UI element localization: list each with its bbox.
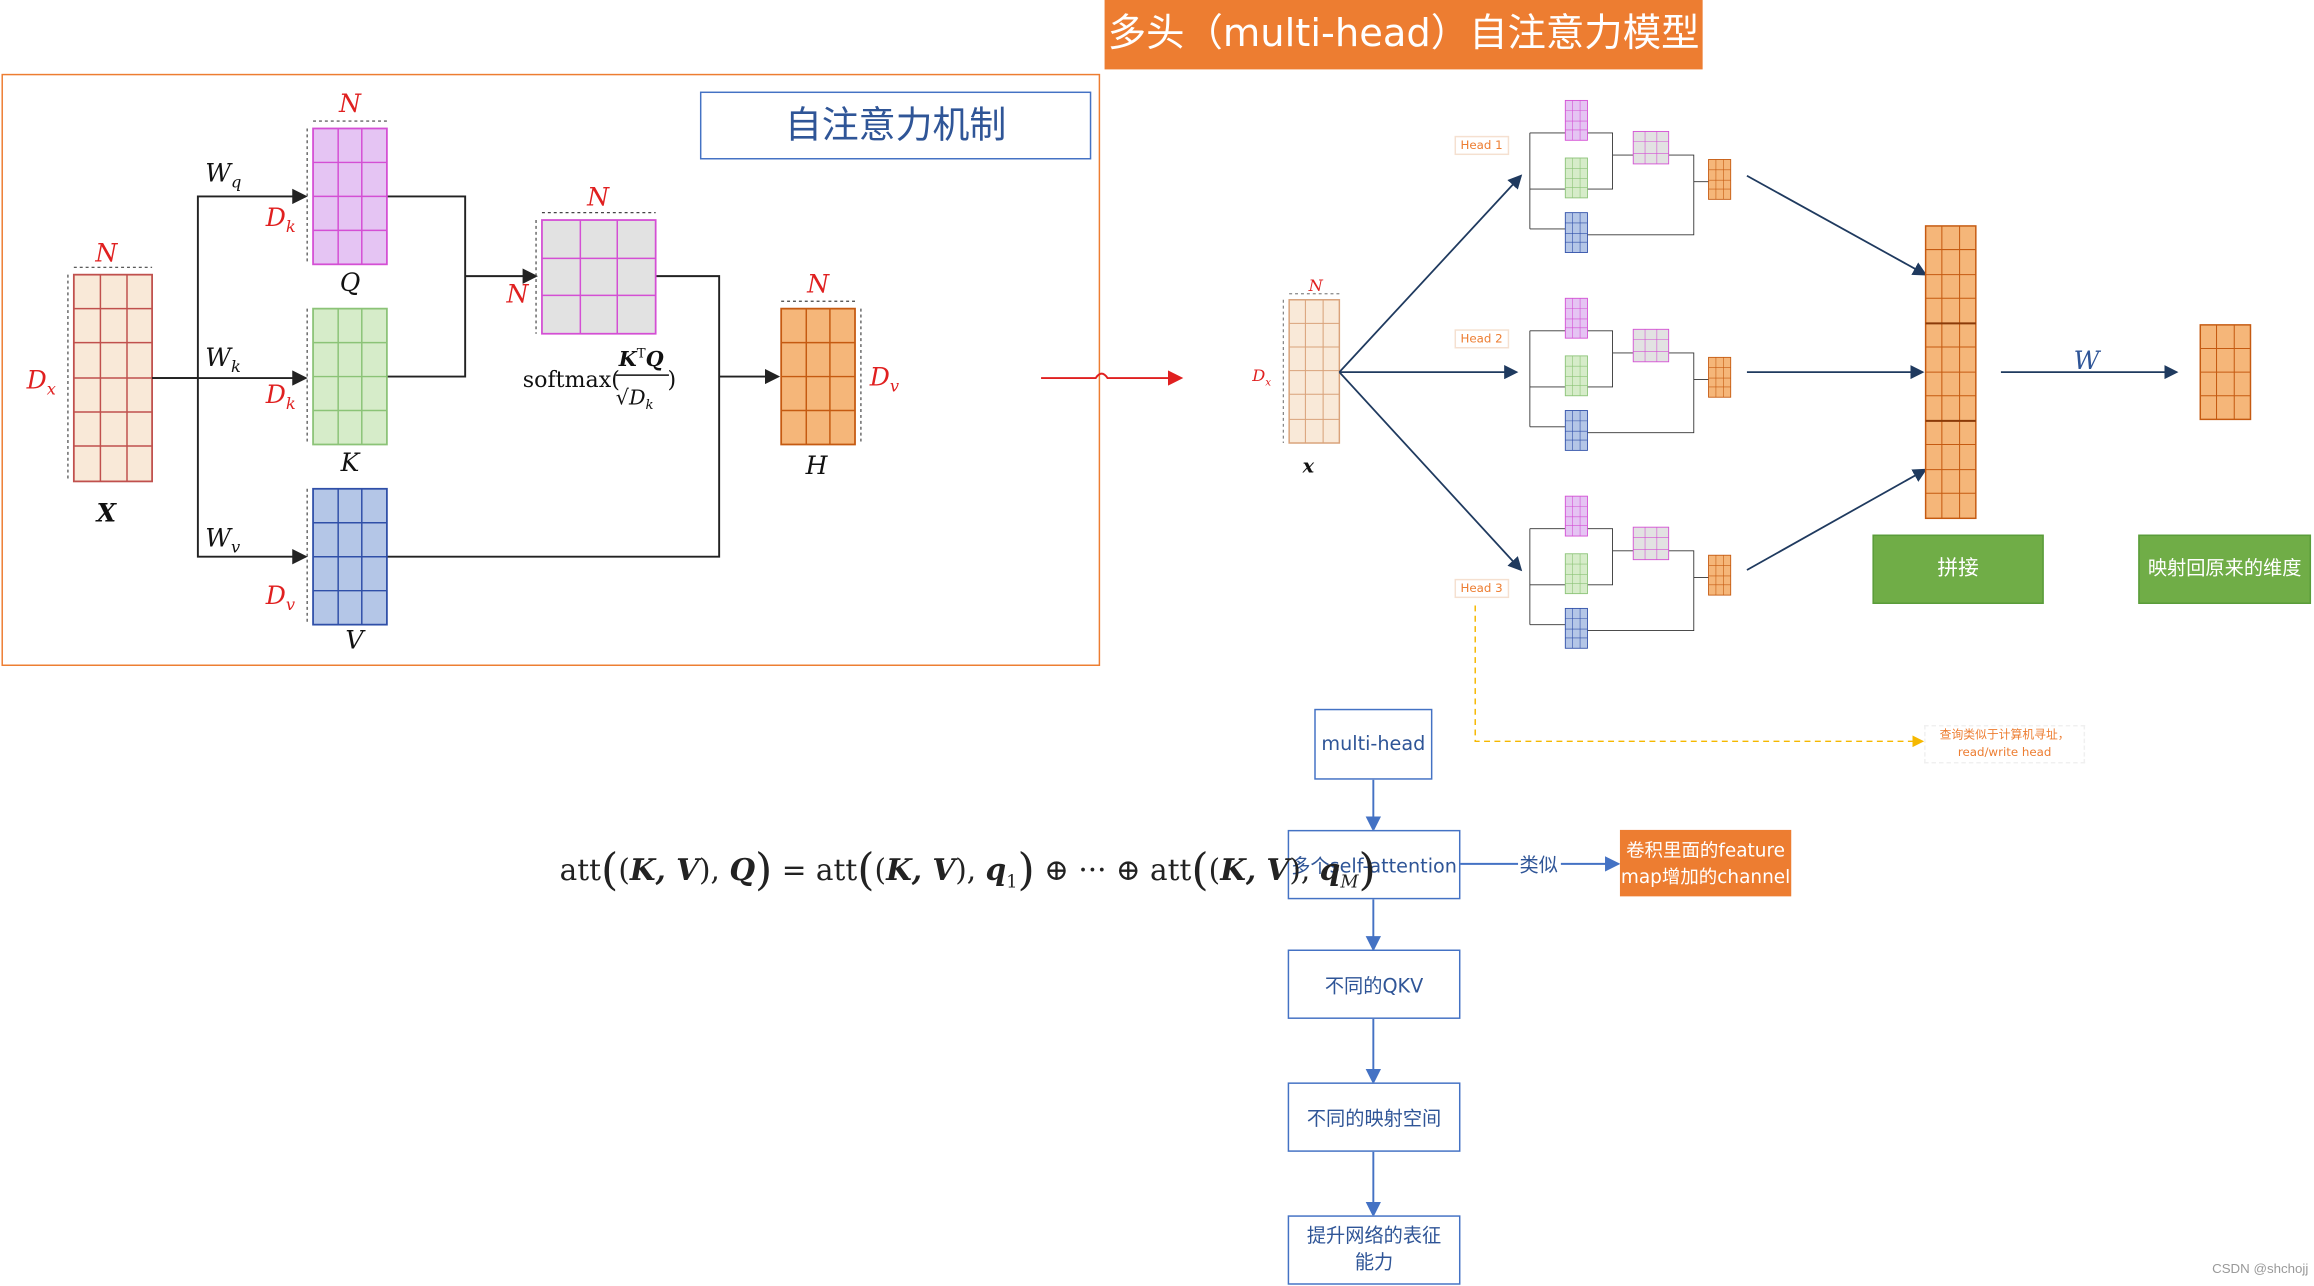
svg-text:KTQ: KTQ	[618, 346, 664, 371]
head-1-label: Head 1	[1454, 135, 1509, 156]
self-attention-panel	[1, 73, 1101, 666]
formula-q1-sub: 1	[1006, 871, 1018, 892]
q-dim-dk: Dk	[265, 203, 296, 236]
head-3-label: Head 3	[1454, 578, 1509, 599]
q-label: Q	[340, 268, 361, 297]
formula-q1: q	[985, 852, 1007, 888]
q-matrix	[306, 120, 388, 266]
concat-matrix	[1924, 225, 1977, 520]
left-connectors	[152, 188, 781, 565]
k-dim-dk: Dk	[265, 380, 296, 413]
h-dim-dv: Dv	[869, 362, 899, 395]
page-title: 多头（multi-head）自注意力模型	[1104, 0, 1703, 70]
h-dim-n: N	[806, 269, 830, 298]
formula-kv-1: K, V	[629, 852, 700, 888]
h-label: H	[805, 451, 829, 480]
formula-att-1: att	[559, 852, 602, 888]
concat-box: 拼接	[1872, 534, 2044, 604]
attention-matrix	[535, 212, 657, 335]
flow-multi-self-attention: 多个self-attention	[1287, 829, 1461, 900]
wk-label: Wk	[205, 343, 241, 376]
head-2-diagram	[1529, 297, 1732, 451]
note-line-1: 查询类似于计算机寻址，	[1939, 728, 2070, 742]
right-x-label: x	[1302, 455, 1315, 478]
svg-text:√Dk: √Dk	[616, 386, 654, 413]
flow-arrows	[1365, 779, 1618, 1218]
formula-q: Q	[729, 852, 756, 888]
note-line-2: read/write head	[1957, 745, 2052, 760]
svg-text:softmax(: softmax(	[523, 367, 620, 393]
flow-different-qkv: 不同的QKV	[1287, 949, 1461, 1019]
wq-label: Wq	[205, 159, 241, 192]
h-matrix	[780, 300, 862, 446]
v-label: V	[345, 625, 366, 654]
formula-att-3: ⊕ ··· ⊕ att	[1034, 852, 1192, 888]
similar-label: 类似	[1520, 853, 1558, 876]
x-matrix	[67, 266, 153, 483]
x-label: X	[95, 497, 118, 527]
flow-multi-head: multi-head	[1314, 708, 1433, 780]
softmax-formula: softmax( KTQ √Dk )	[523, 346, 676, 413]
watermark: CSDN @shchojj	[2212, 1261, 2309, 1276]
w-label: W	[2074, 346, 2102, 375]
wv-label: Wv	[205, 523, 240, 556]
right-x-matrix	[1282, 293, 1341, 444]
head-3-diagram	[1529, 495, 1732, 649]
head-branch-arrows	[1338, 174, 2179, 572]
v-matrix	[306, 487, 388, 626]
flow-improve: 提升网络的表征能力	[1287, 1215, 1461, 1285]
flow-different-space: 不同的映射空间	[1287, 1082, 1461, 1152]
multi-head-formula: att((K, V), Q) = att((K, V), q1) ⊕ ··· ⊕…	[559, 844, 1376, 897]
output-matrix	[2199, 324, 2252, 421]
x-dim-n: N	[94, 238, 118, 267]
flow-conv-channel: 卷积里面的feature map增加的channel	[1619, 829, 1792, 897]
head-2-label: Head 2	[1454, 329, 1509, 349]
formula-att-2: = att	[772, 852, 858, 888]
panel-link-arrow	[1041, 370, 1184, 386]
formula-kv-3: K, V	[1220, 852, 1290, 888]
k-matrix	[306, 307, 388, 446]
k-label: K	[340, 448, 361, 477]
self-attention-title-box: 自注意力机制	[699, 91, 1092, 160]
head-1-diagram	[1529, 99, 1732, 253]
x-dim-dx: Dx	[26, 365, 56, 398]
note-connector	[1474, 605, 1925, 748]
formula-qm-sub: M	[1340, 871, 1359, 892]
q-dim-n: N	[338, 89, 362, 118]
right-x-dim-dx: Dx	[1251, 366, 1271, 388]
v-dim-dv: Dv	[265, 581, 295, 614]
addressing-note: 查询类似于计算机寻址， read/write head	[1924, 725, 2086, 764]
project-box: 映射回原来的维度	[2138, 534, 2312, 604]
formula-kv-2: K, V	[886, 852, 956, 888]
attn-dim-n-left: N	[506, 280, 530, 309]
svg-text:): )	[667, 367, 676, 393]
attn-dim-n-top: N	[586, 182, 610, 211]
formula-qm: q	[1319, 852, 1341, 888]
right-x-dim-n: N	[1308, 276, 1324, 295]
